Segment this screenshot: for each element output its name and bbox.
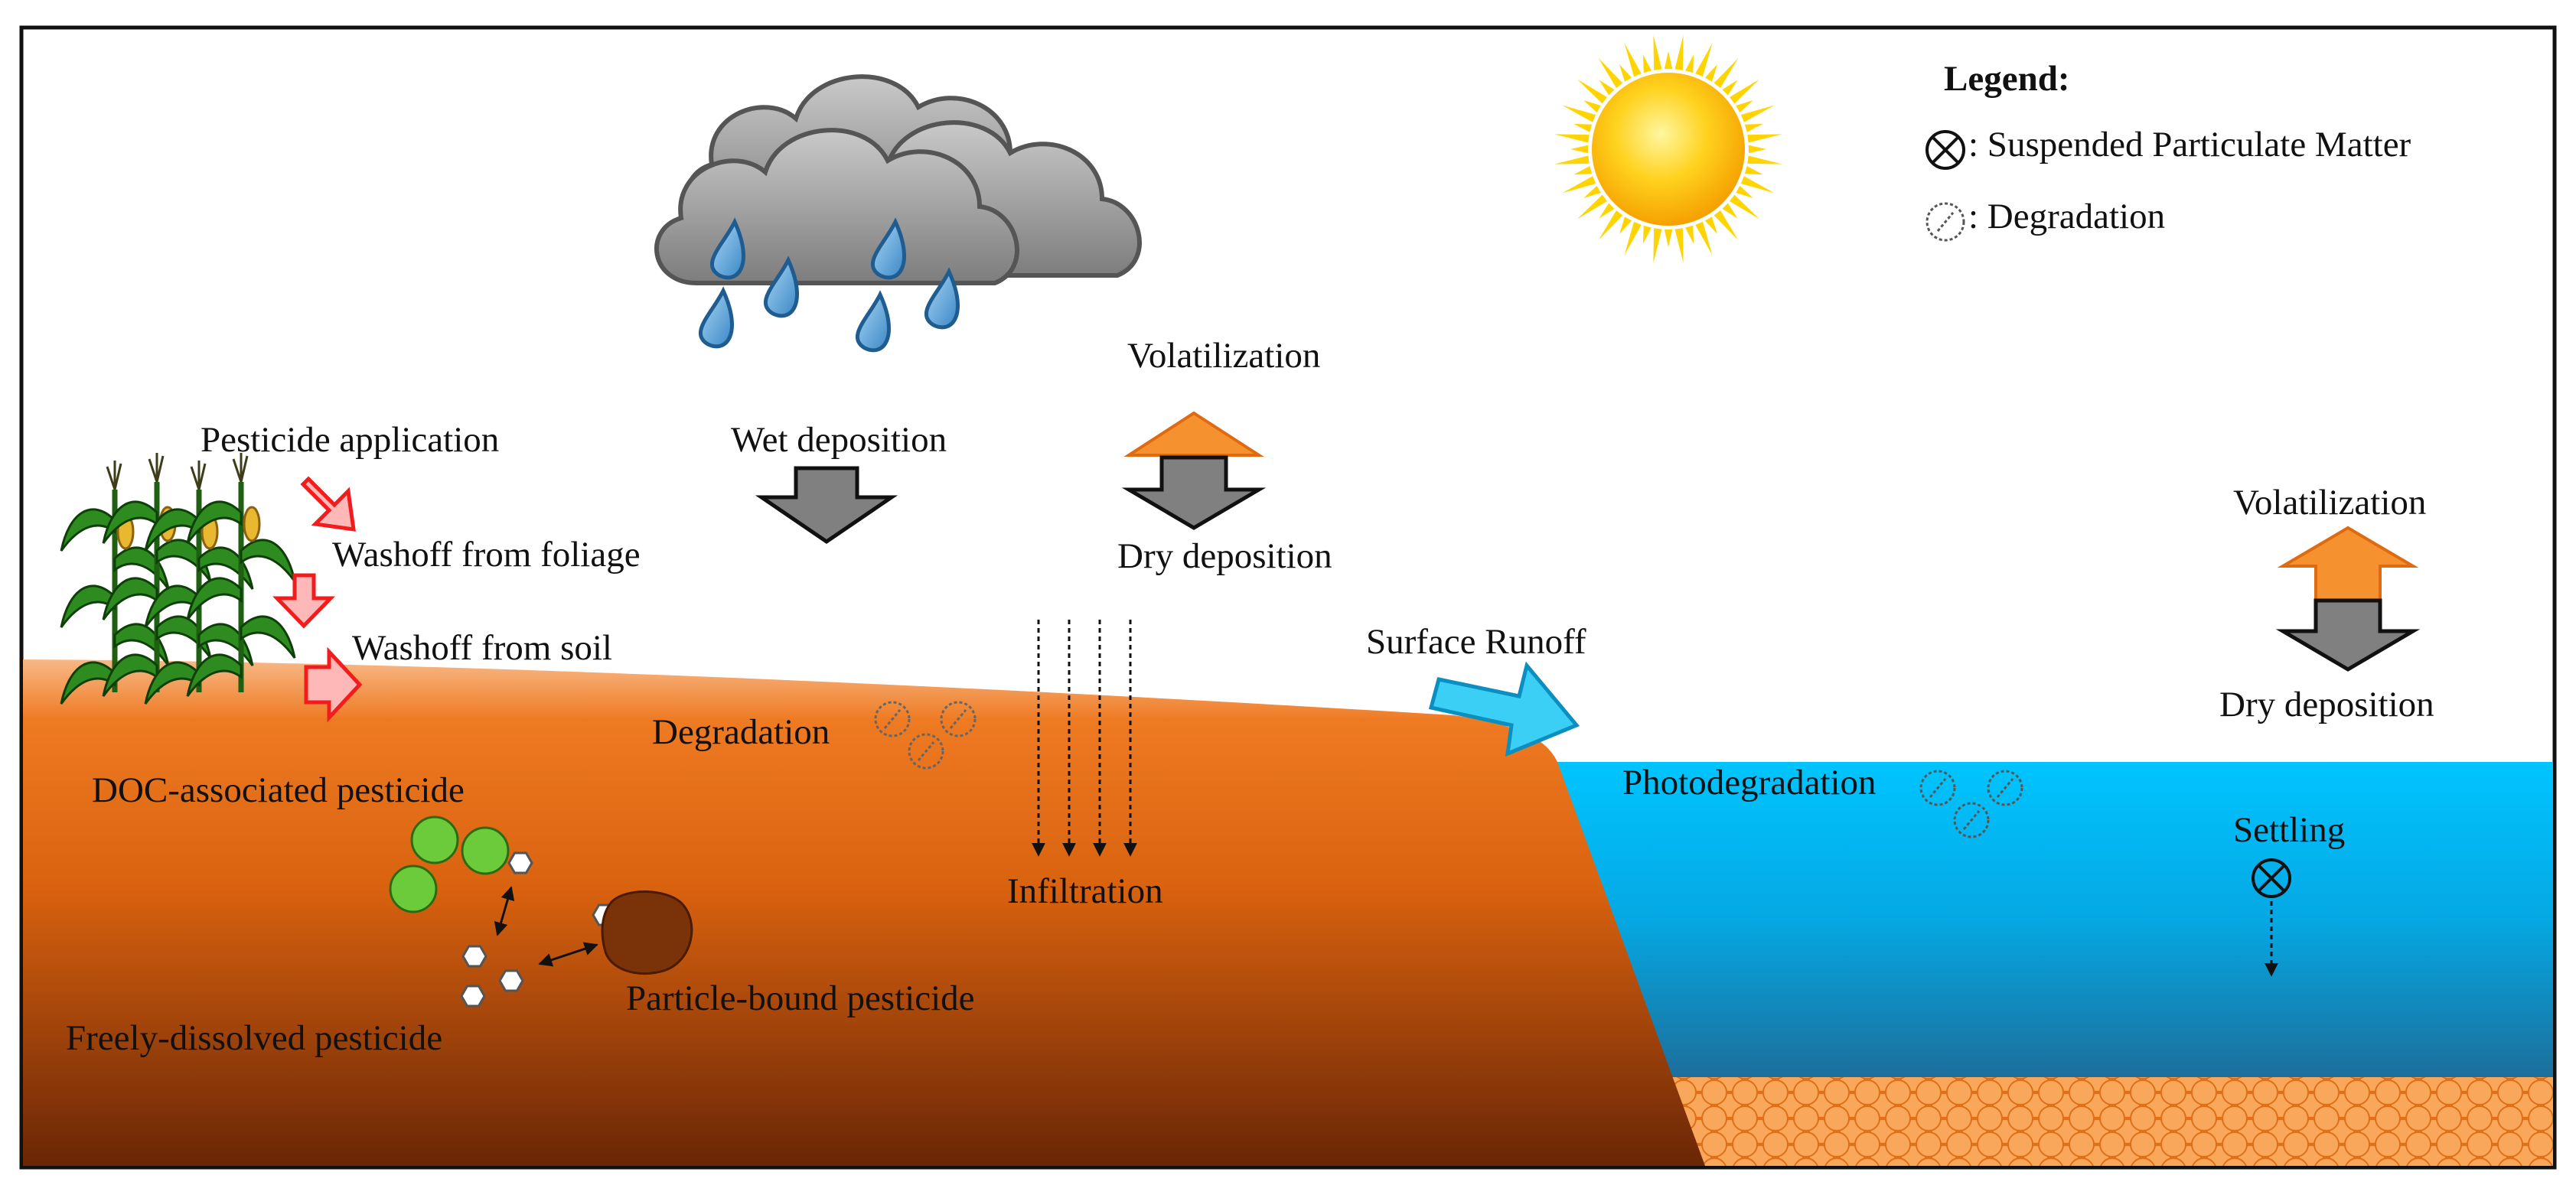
washoff-soil-arrow [304, 646, 363, 723]
particle-bound-pesticide-icon [601, 890, 693, 975]
doc-associated-pesticide-icon [389, 815, 510, 913]
degradation-icon [1987, 770, 2023, 806]
degradation-icon [1953, 802, 1990, 838]
label-infiltration: Infiltration [1007, 871, 1163, 911]
label-surface-runoff: Surface Runoff [1366, 622, 1586, 662]
freely-dissolved-pesticide-hexagon [460, 985, 486, 1008]
corn-plant-icon [60, 453, 296, 705]
degradation-icon [1919, 770, 1956, 806]
label-doc-associated-pesticide: DOC-associated pesticide [92, 770, 465, 810]
freely-dissolved-pesticide-hexagon [507, 851, 533, 874]
water-photodegradation-icons [1919, 770, 2023, 838]
label-pesticide-application: Pesticide application [201, 420, 499, 460]
legend-title: Legend: [1944, 59, 2070, 99]
dry-deposition-water-arrow [2275, 598, 2421, 672]
soil-degradation-icons [874, 701, 977, 770]
label-washoff-soil: Washoff from soil [352, 628, 612, 668]
pesticide-application-arrow [300, 476, 356, 532]
label-volatilization-land: Volatilization [1127, 336, 1320, 376]
legend-spm-label: : Suspended Particulate Matter [1968, 125, 2411, 164]
settling-group [2252, 858, 2291, 977]
degradation-icon [940, 701, 977, 737]
suspended-particulate-icon [1925, 130, 1965, 170]
legend: Legend: : Suspended Particulate Matter :… [1925, 59, 2411, 242]
infiltration-arrows [1032, 620, 1137, 857]
application-arrow-group [272, 476, 363, 723]
freely-dissolved-pesticide-hexagon [498, 969, 524, 992]
degradation-icon [908, 733, 944, 770]
suspended-particulate-icon [2252, 858, 2291, 898]
label-freely-dissolved-pesticide: Freely-dissolved pesticide [66, 1018, 442, 1058]
label-settling: Settling [2233, 810, 2345, 850]
water-body [1554, 762, 2553, 1077]
label-degradation-soil: Degradation [652, 712, 830, 752]
sun-icon [1554, 35, 1782, 263]
washoff-foliage-arrow [272, 573, 335, 629]
speciation-arrows [494, 886, 598, 967]
rain-cloud-icon [654, 74, 1142, 353]
soil-body [23, 659, 1705, 1166]
degradation-icon [1925, 202, 1965, 242]
label-volatilization-water: Volatilization [2233, 483, 2426, 522]
freely-dissolved-pesticide-hexagon [461, 945, 487, 968]
dry-deposition-land-arrow [1121, 455, 1267, 530]
sediment-layer [1668, 1077, 2553, 1166]
label-dry-deposition-land: Dry deposition [1117, 536, 1332, 576]
degradation-icon [874, 701, 911, 737]
label-dry-deposition-water: Dry deposition [2219, 685, 2434, 724]
wet-deposition-arrow [755, 466, 898, 545]
surface-runoff-arrow [1428, 661, 1580, 757]
legend-degradation-label: : Degradation [1968, 197, 2165, 236]
label-particle-bound-pesticide: Particle-bound pesticide [626, 978, 975, 1018]
label-washoff-foliage: Washoff from foliage [332, 535, 641, 575]
label-wet-deposition: Wet deposition [731, 420, 947, 460]
label-photodegradation: Photodegradation [1622, 763, 1877, 802]
